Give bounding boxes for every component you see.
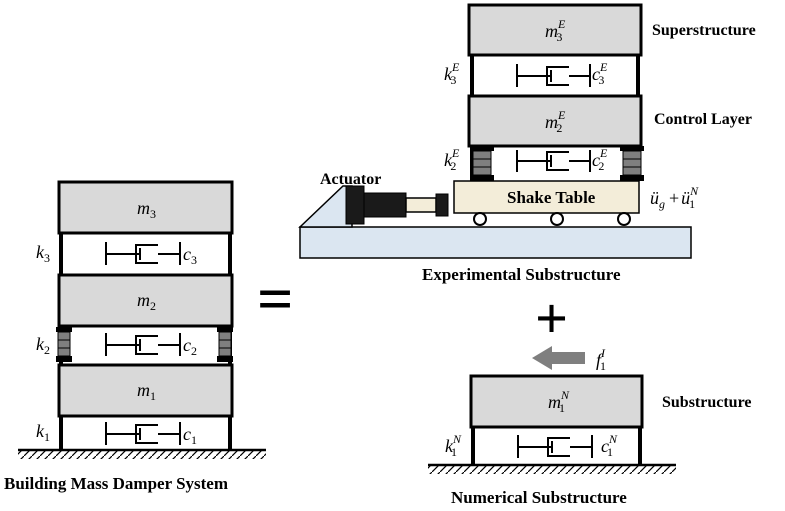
equals-sign: = (257, 263, 293, 334)
shake-table (453, 180, 640, 214)
label-k3: k3 (36, 242, 50, 265)
label-m3: m3 (137, 198, 156, 221)
label-c2: c2 (183, 335, 197, 358)
reaction-frame (298, 185, 353, 228)
label-shake-table: Shake Table (507, 188, 596, 207)
damper-c1N (517, 435, 593, 458)
isolation-bearing-left (56, 327, 72, 362)
numerical-ground-hatch (428, 465, 676, 474)
plus-sign: + (535, 286, 568, 351)
label-c3: c3 (183, 244, 197, 267)
caption-building-system: Building Mass Damper System (4, 474, 228, 493)
mass-block-m3E (467, 3, 643, 57)
isolation-bearing-left (470, 146, 494, 181)
damper-c3 (105, 242, 181, 265)
label-control-layer: Control Layer (654, 111, 752, 128)
left-building-system: m3 m2 m1 k3 k2 k1 c3 c2 c1 Building Mass… (4, 180, 266, 493)
mass-block-m2E (467, 94, 643, 148)
label-substructure: Substructure (662, 394, 752, 411)
isolation-bearing-right (217, 327, 233, 362)
damper-c3E (516, 64, 591, 87)
label-k2: k2 (36, 334, 50, 357)
label-m2: m2 (137, 290, 156, 313)
label-m1: m1 (137, 380, 156, 403)
label-k1: k1 (36, 421, 50, 444)
label-actuator: Actuator (320, 171, 381, 188)
mass-block-m2 (57, 273, 234, 328)
lab-platform (299, 226, 692, 259)
damper-c2E (516, 150, 591, 172)
label-superstructure: Superstructure (652, 22, 756, 39)
shake-table-wheels (473, 212, 631, 226)
mass-block-m1 (57, 363, 234, 418)
mass-block-m1N (469, 374, 644, 429)
caption-experimental-substructure: Experimental Substructure (422, 265, 621, 284)
actuator (345, 185, 449, 225)
caption-numerical-substructure: Numerical Substructure (451, 488, 627, 507)
force-arrow (532, 346, 585, 370)
isolation-bearing-right (620, 146, 644, 181)
left-ground-hatch (18, 450, 266, 459)
damper-c2 (105, 333, 181, 356)
damper-c1 (105, 422, 181, 445)
mass-block-m3 (57, 180, 234, 235)
label-c1: c1 (183, 424, 197, 447)
